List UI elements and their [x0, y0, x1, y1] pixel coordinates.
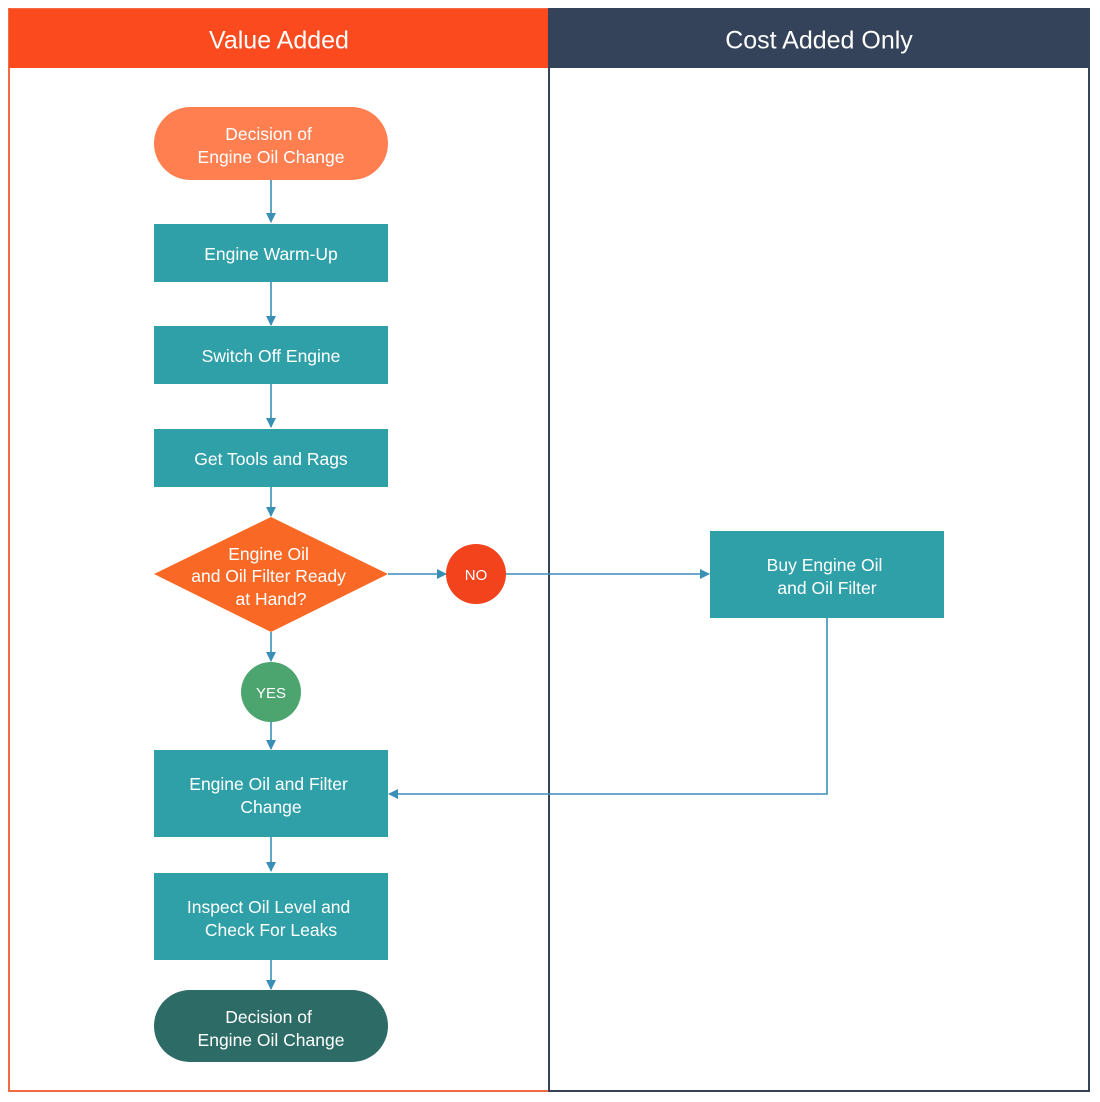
- node-start-terminator: Decision of Engine Oil Change: [154, 107, 388, 180]
- inspect-oil-level-label: Inspect Oil Level and Check For Leaks: [187, 897, 355, 940]
- ready-decision-label-line-3: at Hand?: [235, 589, 306, 609]
- lane-value-added-header: [9, 9, 549, 68]
- get-tools-and-rags-shape: [154, 429, 388, 487]
- yes-badge-shape: [241, 662, 301, 722]
- no-badge-label-line-1: NO: [465, 567, 488, 584]
- inspect-oil-level-shape: [154, 873, 388, 960]
- end-terminator-label: Decision of Engine Oil Change: [198, 1007, 345, 1050]
- get-tools-and-rags-label: Get Tools and Rags: [194, 449, 348, 469]
- end-terminator-label-line-2: Engine Oil Change: [198, 1030, 345, 1050]
- start-terminator-label-line-1: Decision of: [225, 124, 312, 144]
- node-switch-off-engine: Switch Off Engine: [154, 326, 388, 384]
- no-badge-shape: [446, 544, 506, 604]
- ready-decision-label-line-1: Engine Oil: [228, 544, 309, 564]
- engine-warm-up-shape: [154, 224, 388, 282]
- get-tools-and-rags-label-line-1: Get Tools and Rags: [194, 449, 348, 469]
- switch-off-engine-label-line-1: Switch Off Engine: [202, 346, 341, 366]
- engine-oil-and-filter-change-shape: [154, 750, 388, 837]
- engine-warm-up-label: Engine Warm-Up: [204, 244, 338, 264]
- lane-cost-added-header: [549, 9, 1089, 68]
- yes-badge-label: YES: [256, 685, 286, 702]
- node-engine-oil-and-filter-change: Engine Oil and Filter Change: [154, 750, 388, 837]
- node-engine-warm-up: Engine Warm-Up: [154, 224, 388, 282]
- end-terminator-shape: [154, 990, 388, 1062]
- node-no-badge: NO: [446, 544, 506, 604]
- yes-badge-label-line-1: YES: [256, 685, 286, 702]
- node-ready-decision: Engine Oil and Oil Filter Ready at Hand?: [154, 517, 388, 632]
- no-badge-label: NO: [465, 567, 488, 584]
- buy-engine-oil-label-line-2: and Oil Filter: [777, 578, 876, 598]
- start-terminator-label-line-2: Engine Oil Change: [198, 147, 345, 167]
- lane-cost-added-title: Cost Added Only: [725, 27, 913, 55]
- connector-buy-oil-to-oil-change: [388, 618, 828, 799]
- ready-decision-label: Engine Oil and Oil Filter Ready at Hand?: [191, 544, 351, 609]
- switch-off-engine-shape: [154, 326, 388, 384]
- ready-decision-shape: [154, 517, 388, 632]
- ready-decision-label-line-2: and Oil Filter Ready: [191, 566, 346, 586]
- engine-warm-up-label-line-1: Engine Warm-Up: [204, 244, 338, 264]
- inspect-oil-level-label-line-2: Check For Leaks: [205, 920, 338, 940]
- node-get-tools-and-rags: Get Tools and Rags: [154, 429, 388, 487]
- buy-engine-oil-shape: [710, 531, 944, 618]
- engine-oil-and-filter-change-label: Engine Oil and Filter Change: [189, 774, 352, 817]
- switch-off-engine-label: Switch Off Engine: [202, 346, 341, 366]
- engine-oil-and-filter-change-label-line-1: Engine Oil and Filter: [189, 774, 348, 794]
- node-end-terminator: Decision of Engine Oil Change: [154, 990, 388, 1062]
- buy-engine-oil-label-line-1: Buy Engine Oil: [767, 555, 883, 575]
- engine-oil-and-filter-change-label-line-2: Change: [240, 797, 301, 817]
- connectors: [266, 180, 828, 990]
- node-inspect-oil-level: Inspect Oil Level and Check For Leaks: [154, 873, 388, 960]
- start-terminator-label: Decision of Engine Oil Change: [198, 124, 345, 167]
- end-terminator-label-line-1: Decision of: [225, 1007, 312, 1027]
- inspect-oil-level-label-line-1: Inspect Oil Level and: [187, 897, 350, 917]
- lane-value-added-title: Value Added: [209, 27, 349, 55]
- buy-engine-oil-label: Buy Engine Oil and Oil Filter: [767, 555, 888, 598]
- node-yes-badge: YES: [241, 662, 301, 722]
- node-buy-engine-oil: Buy Engine Oil and Oil Filter: [710, 531, 944, 618]
- start-terminator-shape: [154, 107, 388, 180]
